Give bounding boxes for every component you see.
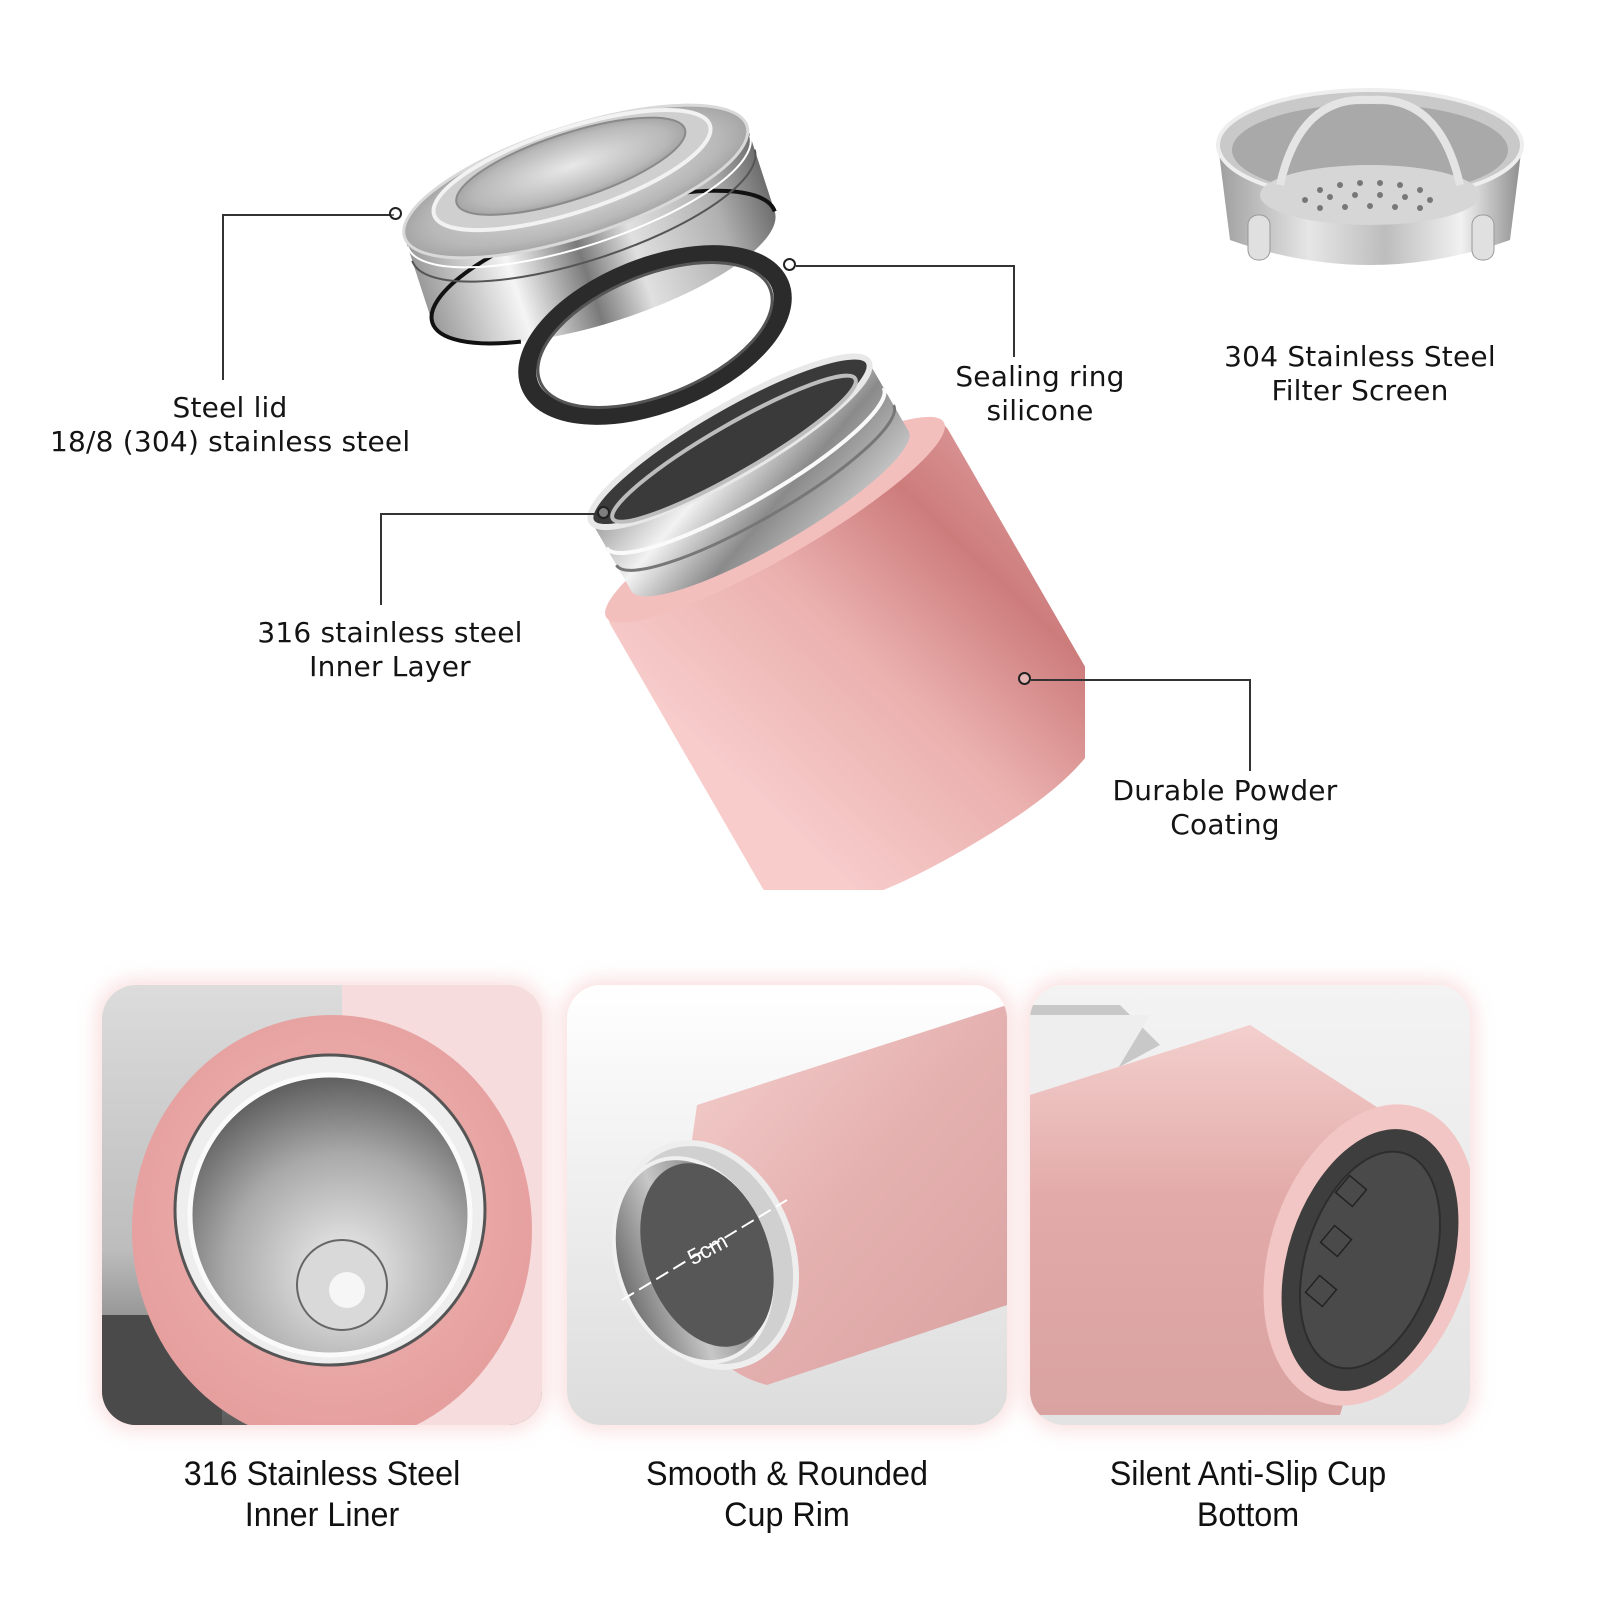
exploded-diagram: Steel lid 18/8 (304) stainless steel Sea…	[50, 88, 1524, 890]
cup-bottom-caption-line2: Bottom	[1196, 1496, 1300, 1534]
cup-bottom-caption-line1: Silent Anti-Slip Cup	[1109, 1455, 1387, 1493]
inner-layer-label-line2: Inner Layer	[309, 650, 471, 683]
inner-liner-image	[102, 985, 542, 1425]
filter-screen-label-line2: Filter Screen	[1271, 374, 1449, 407]
sealing-ring-label-line1: Sealing ring	[955, 360, 1125, 393]
inner-liner-caption-line1: 316 Stainless Steel	[183, 1455, 461, 1493]
powder-coating-label-line1: Durable Powder	[1112, 774, 1338, 807]
powder-coating-label: Durable Powder Coating	[1100, 774, 1350, 842]
steel-lid-dot	[389, 207, 402, 220]
sealing-ring-label: Sealing ring silicone	[930, 360, 1150, 428]
sealing-ring-dot	[783, 258, 796, 271]
powder-coating-leader-v	[1249, 679, 1251, 771]
sealing-ring-image	[518, 245, 792, 425]
steel-lid-label: Steel lid 18/8 (304) stainless steel	[50, 391, 410, 459]
steel-lid-image	[402, 103, 778, 346]
steel-lid-label-line1: Steel lid	[172, 391, 288, 424]
feature-card-cup-rim: 5cm	[567, 985, 1007, 1425]
cup-rim-image: 5cm	[567, 985, 1007, 1425]
steel-lid-leader-h	[222, 214, 394, 216]
sealing-ring-leader-v	[1013, 265, 1015, 357]
feature-card-inner-liner	[102, 985, 542, 1425]
feature-card-cup-bottom	[1030, 985, 1470, 1425]
powder-coating-label-line2: Coating	[1170, 808, 1280, 841]
filter-screen-label: 304 Stainless Steel Filter Screen	[1210, 340, 1510, 408]
inner-layer-label-line1: 316 stainless steel	[257, 616, 523, 649]
inner-layer-label: 316 stainless steel Inner Layer	[250, 616, 530, 684]
powder-coating-leader-h	[1031, 679, 1250, 681]
steel-lid-leader-v	[222, 214, 224, 380]
cup-bottom-image	[1030, 985, 1470, 1425]
filter-screen-label-line1: 304 Stainless Steel	[1224, 340, 1496, 373]
cup-rim-caption-line1: Smooth & Rounded	[646, 1455, 928, 1493]
inner-liner-caption: 316 Stainless Steel Inner Liner	[132, 1454, 512, 1536]
inner-layer-leader-h	[380, 513, 598, 515]
cup-rim-caption-line2: Cup Rim	[724, 1496, 850, 1534]
inner-layer-leader-v	[380, 513, 382, 605]
inner-liner-caption-line2: Inner Liner	[244, 1496, 400, 1534]
steel-lid-label-line2: 18/8 (304) stainless steel	[50, 425, 411, 458]
sealing-ring-label-line2: silicone	[986, 394, 1094, 427]
powder-coating-dot	[1018, 672, 1031, 685]
cup-rim-caption: Smooth & Rounded Cup Rim	[597, 1454, 977, 1536]
cup-bottom-caption: Silent Anti-Slip Cup Bottom	[1058, 1454, 1438, 1536]
inner-layer-dot	[597, 506, 610, 519]
sealing-ring-leader-h	[796, 265, 1014, 267]
filter-screen-image	[1216, 88, 1524, 265]
jar-body-image	[587, 353, 1085, 890]
